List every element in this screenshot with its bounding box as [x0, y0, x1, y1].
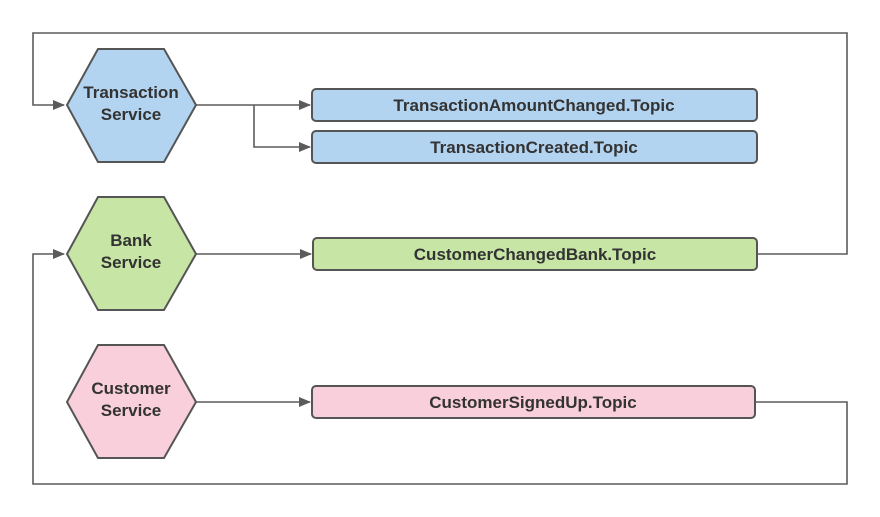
arrow-transaction-to-created: [253, 105, 311, 152]
topic-box-transaction-amount-changed: [311, 88, 758, 122]
service-transaction: Transaction Service: [65, 48, 198, 163]
topic-box-customer-changed-bank: [312, 237, 758, 271]
arrow-changed-bank-to-transaction: [32, 32, 848, 255]
bank-service-label-line1: Bank: [110, 231, 152, 250]
customer-service-label-line2: Service: [101, 401, 162, 420]
arrow-signed-up-to-bank: [32, 249, 848, 485]
service-customer: Customer Service: [65, 344, 198, 459]
hexagon-transaction-service: [65, 48, 198, 163]
bank-service-label-line2: Service: [101, 253, 162, 272]
topic-label-transaction-created: TransactionCreated.Topic: [430, 138, 638, 157]
customer-service-label-line1: Customer: [91, 379, 171, 398]
service-bank: Bank Service: [65, 196, 198, 311]
topic-label-transaction-amount-changed: TransactionAmountChanged.Topic: [393, 96, 674, 115]
topic-box-customer-signed-up: [311, 385, 756, 419]
hexagon-bank-service: [65, 196, 198, 311]
topic-customer-signed-up: CustomerSignedUp.Topic: [311, 385, 756, 419]
topic-customer-changed-bank: CustomerChangedBank.Topic: [312, 237, 758, 271]
topic-transaction-amount-changed: TransactionAmountChanged.Topic: [311, 88, 758, 122]
topic-label-customer-changed-bank: CustomerChangedBank.Topic: [414, 245, 656, 264]
topic-box-transaction-created: [311, 130, 758, 164]
transaction-service-label-line2: Service: [101, 105, 162, 124]
hexagon-customer-service: [65, 344, 198, 459]
connectors: [32, 32, 848, 485]
transaction-service-label-line1: Transaction: [83, 83, 178, 102]
topic-label-customer-signed-up: CustomerSignedUp.Topic: [429, 393, 636, 412]
topic-transaction-created: TransactionCreated.Topic: [311, 130, 758, 164]
